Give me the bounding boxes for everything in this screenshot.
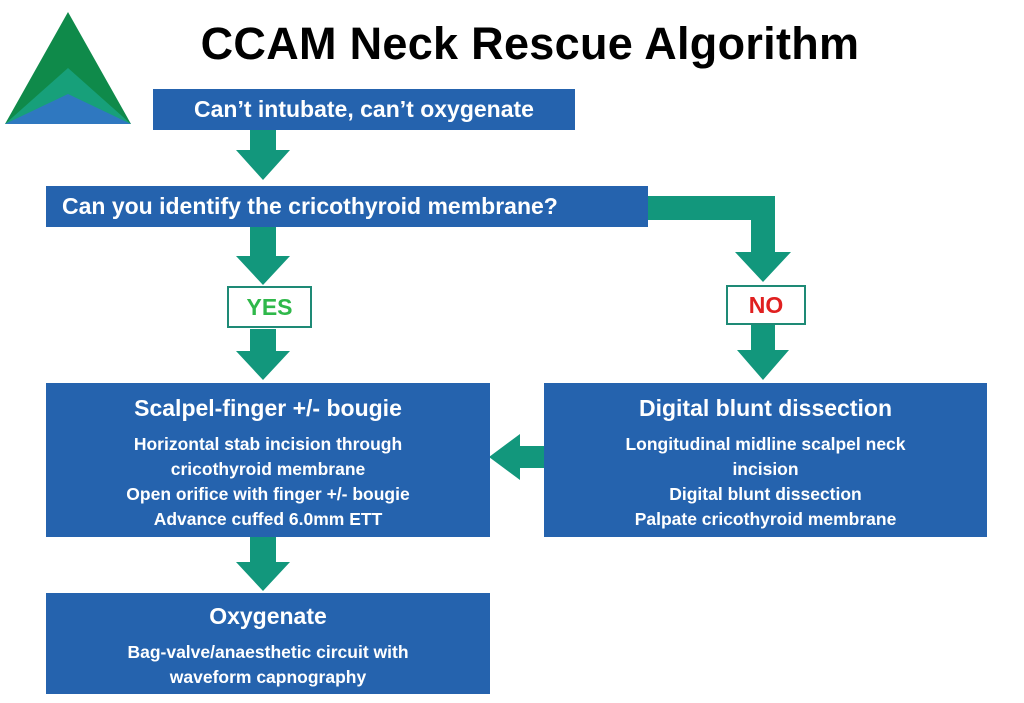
- start-box: Can’t intubate, can’t oxygenate: [153, 89, 575, 130]
- arrow-question-to-yes: [236, 227, 290, 285]
- oxygenate-line: Bag-valve/anaesthetic circuit with: [127, 642, 409, 662]
- question-label: Can you identify the cricothyroid membra…: [62, 193, 558, 219]
- question-box: Can you identify the cricothyroid membra…: [46, 186, 648, 227]
- dissection-line: incision: [732, 459, 799, 479]
- arrow-yes-to-scalpel: [236, 329, 290, 380]
- arrow-no-to-dissection: [737, 325, 789, 380]
- scalpel-line: Open orifice with finger +/- bougie: [126, 484, 410, 504]
- oxygenate-line: waveform capnography: [169, 667, 367, 687]
- yes-badge: YES: [227, 286, 312, 328]
- scalpel-line: cricothyroid membrane: [170, 459, 366, 479]
- dissection-line: Palpate cricothyroid membrane: [634, 509, 897, 529]
- oxygenate-heading: Oxygenate: [209, 603, 327, 629]
- no-badge: NO: [726, 285, 806, 325]
- dissection-heading: Digital blunt dissection: [638, 395, 892, 421]
- oxygenate-box: Oxygenate Bag-valve/anaesthetic circuit …: [46, 593, 490, 694]
- arrow-start-to-question: [236, 130, 290, 180]
- arrow-scalpel-to-oxygenate: [236, 537, 290, 591]
- arrow-dissection-to-scalpel: [489, 434, 545, 480]
- logo-icon: [5, 12, 131, 124]
- dissection-box: Digital blunt dissection Longitudinal mi…: [544, 383, 987, 537]
- start-label: Can’t intubate, can’t oxygenate: [194, 96, 534, 122]
- dissection-line: Longitudinal midline scalpel neck: [625, 434, 906, 454]
- arrow-question-to-no: [647, 196, 791, 282]
- dissection-line: Digital blunt dissection: [669, 484, 862, 504]
- yes-label: YES: [246, 293, 293, 320]
- scalpel-heading: Scalpel-finger +/- bougie: [134, 395, 402, 421]
- no-label: NO: [748, 291, 784, 318]
- page-title: CCAM Neck Rescue Algorithm: [200, 18, 860, 69]
- scalpel-line: Advance cuffed 6.0mm ETT: [153, 509, 383, 529]
- scalpel-line: Horizontal stab incision through: [133, 434, 403, 454]
- scalpel-box: Scalpel-finger +/- bougie Horizontal sta…: [46, 383, 490, 537]
